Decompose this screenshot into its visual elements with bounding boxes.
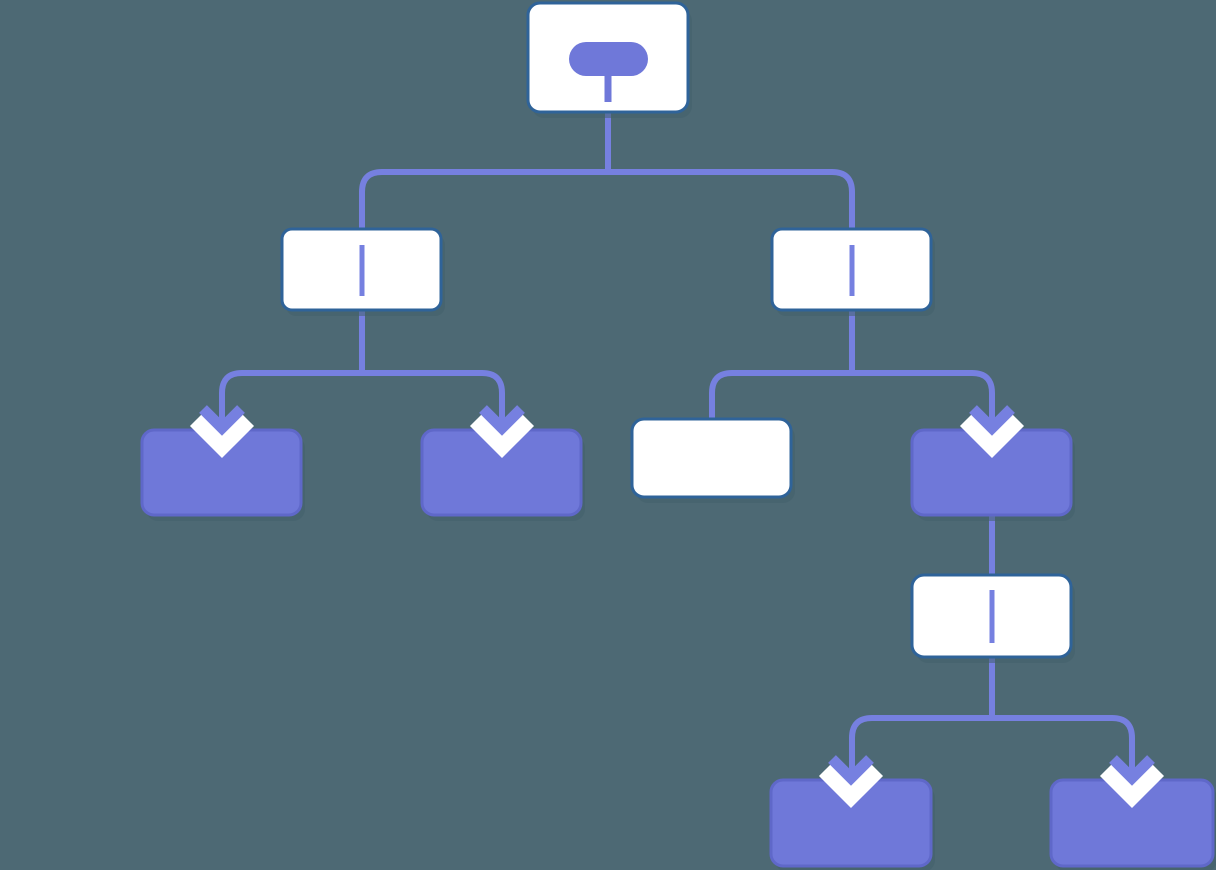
- arrow-white-chevron-l3-a: [189, 413, 255, 459]
- arrow-white-chevron-l3-b: [469, 413, 535, 459]
- node-layer: [140, 1, 1215, 868]
- node-l2-right[interactable]: [770, 227, 933, 312]
- arrow-white-chevron-l3-d: [959, 413, 1025, 459]
- arrow-white-chevron-l5-b: [1099, 763, 1165, 809]
- arrow-down-icon-l3-d: [959, 405, 1025, 459]
- edge-l4-a-to-l5-b: [992, 715, 1135, 782]
- arrow-marker-layer: [189, 405, 1165, 809]
- arrow-down-icon-l5-b: [1099, 755, 1165, 809]
- edge-l2-left-to-l3-a: [219, 370, 362, 432]
- arrow-down-icon-l3-b: [469, 405, 535, 459]
- edge-l2-right-to-l3-c: [709, 370, 852, 424]
- edge-l4-a-to-l5-a: [849, 715, 992, 782]
- arrow-purple-head-l5-a: [828, 755, 874, 786]
- node-root[interactable]: [526, 1, 690, 114]
- arrow-down-icon-l5-a: [818, 755, 884, 809]
- edge-root-to-l2-left: [359, 169, 608, 240]
- node-l4-a[interactable]: [910, 573, 1073, 659]
- node-root-pill-icon: [569, 42, 648, 76]
- node-l3-c[interactable]: [630, 417, 793, 499]
- edge-root-to-l2-right: [608, 169, 855, 240]
- arrow-purple-head-l3-b: [479, 405, 525, 436]
- arrow-white-chevron-l5-a: [818, 763, 884, 809]
- arrow-purple-head-l3-d: [969, 405, 1015, 436]
- node-l2-left[interactable]: [280, 227, 443, 312]
- arrow-purple-head-l5-b: [1109, 755, 1155, 786]
- node-l3-c-body[interactable]: [630, 417, 793, 499]
- edge-l2-left-to-l3-b: [362, 370, 505, 432]
- arrow-purple-head-l3-a: [199, 405, 245, 436]
- arrow-down-icon-l3-a: [189, 405, 255, 459]
- edge-l2-right-to-l3-d: [852, 370, 995, 432]
